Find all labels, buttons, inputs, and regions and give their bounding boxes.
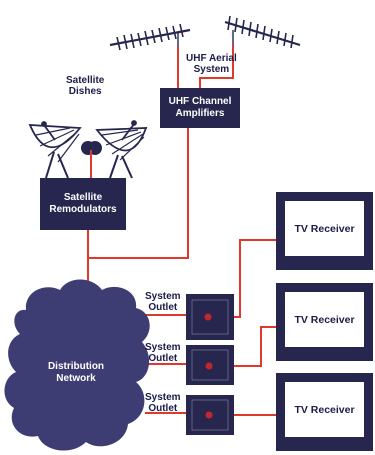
aerial-antenna-icon — [224, 15, 301, 49]
tv-receiver — [276, 192, 373, 270]
tv-receiver — [276, 283, 373, 361]
uhf-amplifier-box — [160, 88, 240, 128]
system-outlet — [186, 345, 234, 385]
system-outlet-label: System Outlet — [145, 291, 181, 313]
tv-receiver-label: TV Receiver — [294, 403, 355, 416]
system-outlet — [186, 395, 234, 435]
uhf-aerial-label: UHF Aerial System — [186, 53, 237, 75]
satellite-dishes-label: Satellite Dishes — [66, 75, 105, 97]
tv-receiver-label: TV Receiver — [294, 313, 355, 326]
system-outlet-label: System Outlet — [145, 342, 181, 364]
system-outlet-label: System Outlet — [145, 392, 181, 414]
distribution-cloud — [4, 279, 150, 451]
wire-outlet-2 — [212, 326, 276, 367]
satellite-remodulator-label: Satellite Remodulators — [49, 192, 117, 215]
satellite-dish-icon — [88, 120, 148, 179]
distribution-network-label: Distribution Network — [47, 361, 105, 384]
wire-aerial-right — [199, 45, 234, 88]
uhf-amplifier-label: UHF Channel Amplifiers — [168, 96, 232, 119]
aerial-antenna-icon — [109, 23, 191, 51]
wire-amplifier-trunk — [88, 128, 189, 259]
tv-receiver-label: TV Receiver — [294, 222, 355, 235]
satellite-dish-icon — [28, 121, 95, 179]
satellite-remodulator-box — [40, 178, 126, 230]
system-outlet — [186, 294, 234, 340]
tv-receiver — [276, 373, 373, 451]
